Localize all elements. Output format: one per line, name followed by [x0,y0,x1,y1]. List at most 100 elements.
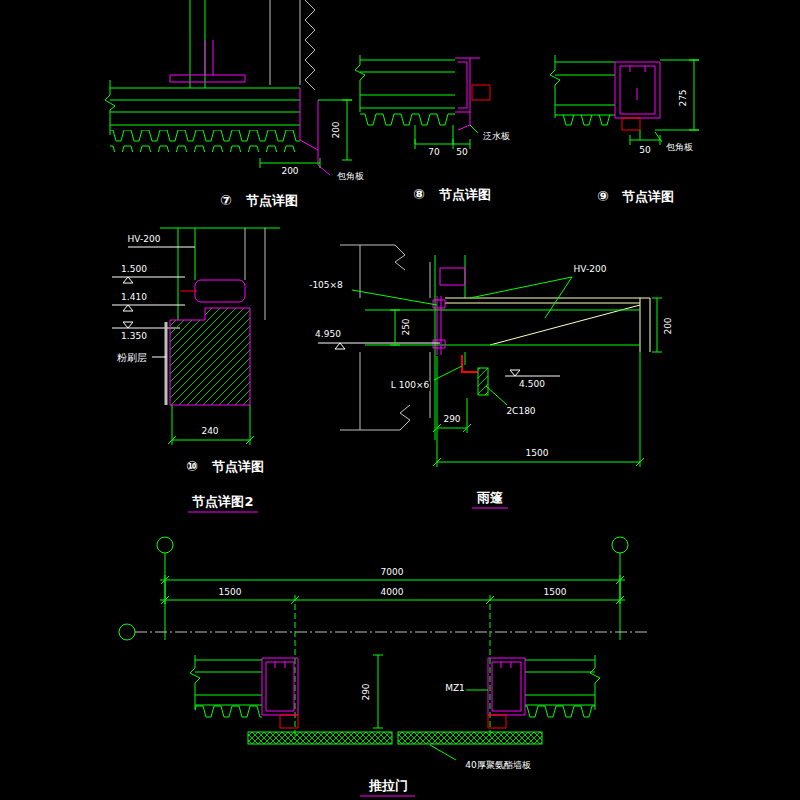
dimension-text: 290 [362,682,372,701]
part-name: HV-200 [127,235,162,245]
part-name: L 100×6 [390,381,430,391]
dimension-lines [433,352,644,467]
drawing-title: 雨篷 [476,491,504,505]
grid-bubble [612,537,628,553]
part-name: 包角板 [336,172,365,182]
column-section [615,62,660,118]
corner-plate [170,40,330,175]
sliding-panel [398,732,542,744]
connector-plate [472,85,490,100]
detail-title: 节点详图 [438,188,492,202]
dimension-text: 1500 [218,588,243,598]
dimension-text: 250 [402,317,412,336]
dimension-text: 290 [442,415,461,425]
leader-line [470,277,572,318]
door-column [488,658,525,715]
callout-number: ⑩ [185,459,199,474]
callout-number: ⑦ [219,193,233,208]
roof-panel [110,130,300,152]
wall-beam-lines [105,0,300,135]
leader-line [352,290,507,405]
dimension-lines [373,655,383,728]
angle-steel [462,355,478,372]
detail-title: 节点详图 [621,190,675,204]
grid-bubble [157,537,173,553]
column-cap [440,268,465,285]
canopy-panel [445,298,650,352]
dimension-text: 200 [332,120,342,139]
part-name: 粉刷层 [116,352,148,363]
elevation-text: 4.950 [314,330,342,340]
channel-steel [478,368,488,395]
dimension-text: 240 [200,427,219,437]
purlin-flashing [455,58,480,130]
title-underlines [188,508,508,796]
part-name: 包角板 [665,143,694,153]
drawing-title: 推拉门 [368,779,409,793]
roof-panel [360,110,455,126]
wall-beam-lines [355,55,455,112]
elevation-marker [505,370,560,376]
drawing-title: 节点详图2 [191,495,254,509]
elevation-marker [318,343,440,349]
wall-panel [195,705,262,720]
extension-lines [295,595,490,740]
dimension-lines [415,125,478,149]
wall-lines [160,228,280,320]
base-plates [280,715,506,728]
dimension-lines [168,405,254,445]
wall-beam-lines [550,55,615,118]
wall-lines-gray [245,228,265,320]
part-name: 2C180 [505,407,536,417]
part-name: -105×8 [308,281,344,291]
elevation-text: 1.410 [120,293,148,303]
part-name: 40厚聚氨酯墙板 [464,761,531,771]
plaster-layer [165,322,168,405]
wall-lines [190,655,262,710]
dimension-text: 200 [280,167,299,177]
axis-line [135,632,650,633]
grid-lines [165,553,620,640]
dimension-lines [260,100,352,168]
dimension-text: 50 [638,146,651,156]
dimension-lines [160,575,625,604]
dimension-text: 70 [427,148,440,158]
elevation-text: 1.350 [120,332,148,342]
door-column [262,658,298,715]
wall-panel [525,705,595,720]
masonry-wall [170,308,250,405]
grid-bubble [119,624,135,640]
canopy-beam [365,310,640,345]
column-outline [340,245,430,430]
dimension-text: 50 [455,148,468,158]
wall-cladding [270,0,315,90]
dimension-text: 1500 [543,588,568,598]
bolt [180,291,197,292]
dimension-text: 4000 [380,588,405,598]
part-name: MZ1 [444,684,466,694]
dimension-lines [630,60,699,145]
dimension-text: 200 [664,316,674,335]
roof-panel [560,115,615,129]
leader-line [430,690,488,760]
part-name: 泛水板 [482,132,511,142]
part-name: HV-200 [573,265,608,275]
wall-lines [525,655,600,710]
elevation-text: 1.500 [120,265,148,275]
elevation-text: 4.500 [518,380,546,390]
sliding-panel [248,732,392,744]
callout-number: ⑨ [596,189,610,204]
leader-line [128,247,195,248]
dimension-text: 7000 [380,568,405,578]
purlin [195,280,245,302]
detail-title: 节点详图 [245,194,299,208]
detail-title: 节点详图 [211,460,265,474]
connector-plate [622,118,640,130]
dimension-lines [652,298,662,352]
dimension-text: 1500 [525,449,550,459]
dimension-text: 275 [679,88,689,107]
